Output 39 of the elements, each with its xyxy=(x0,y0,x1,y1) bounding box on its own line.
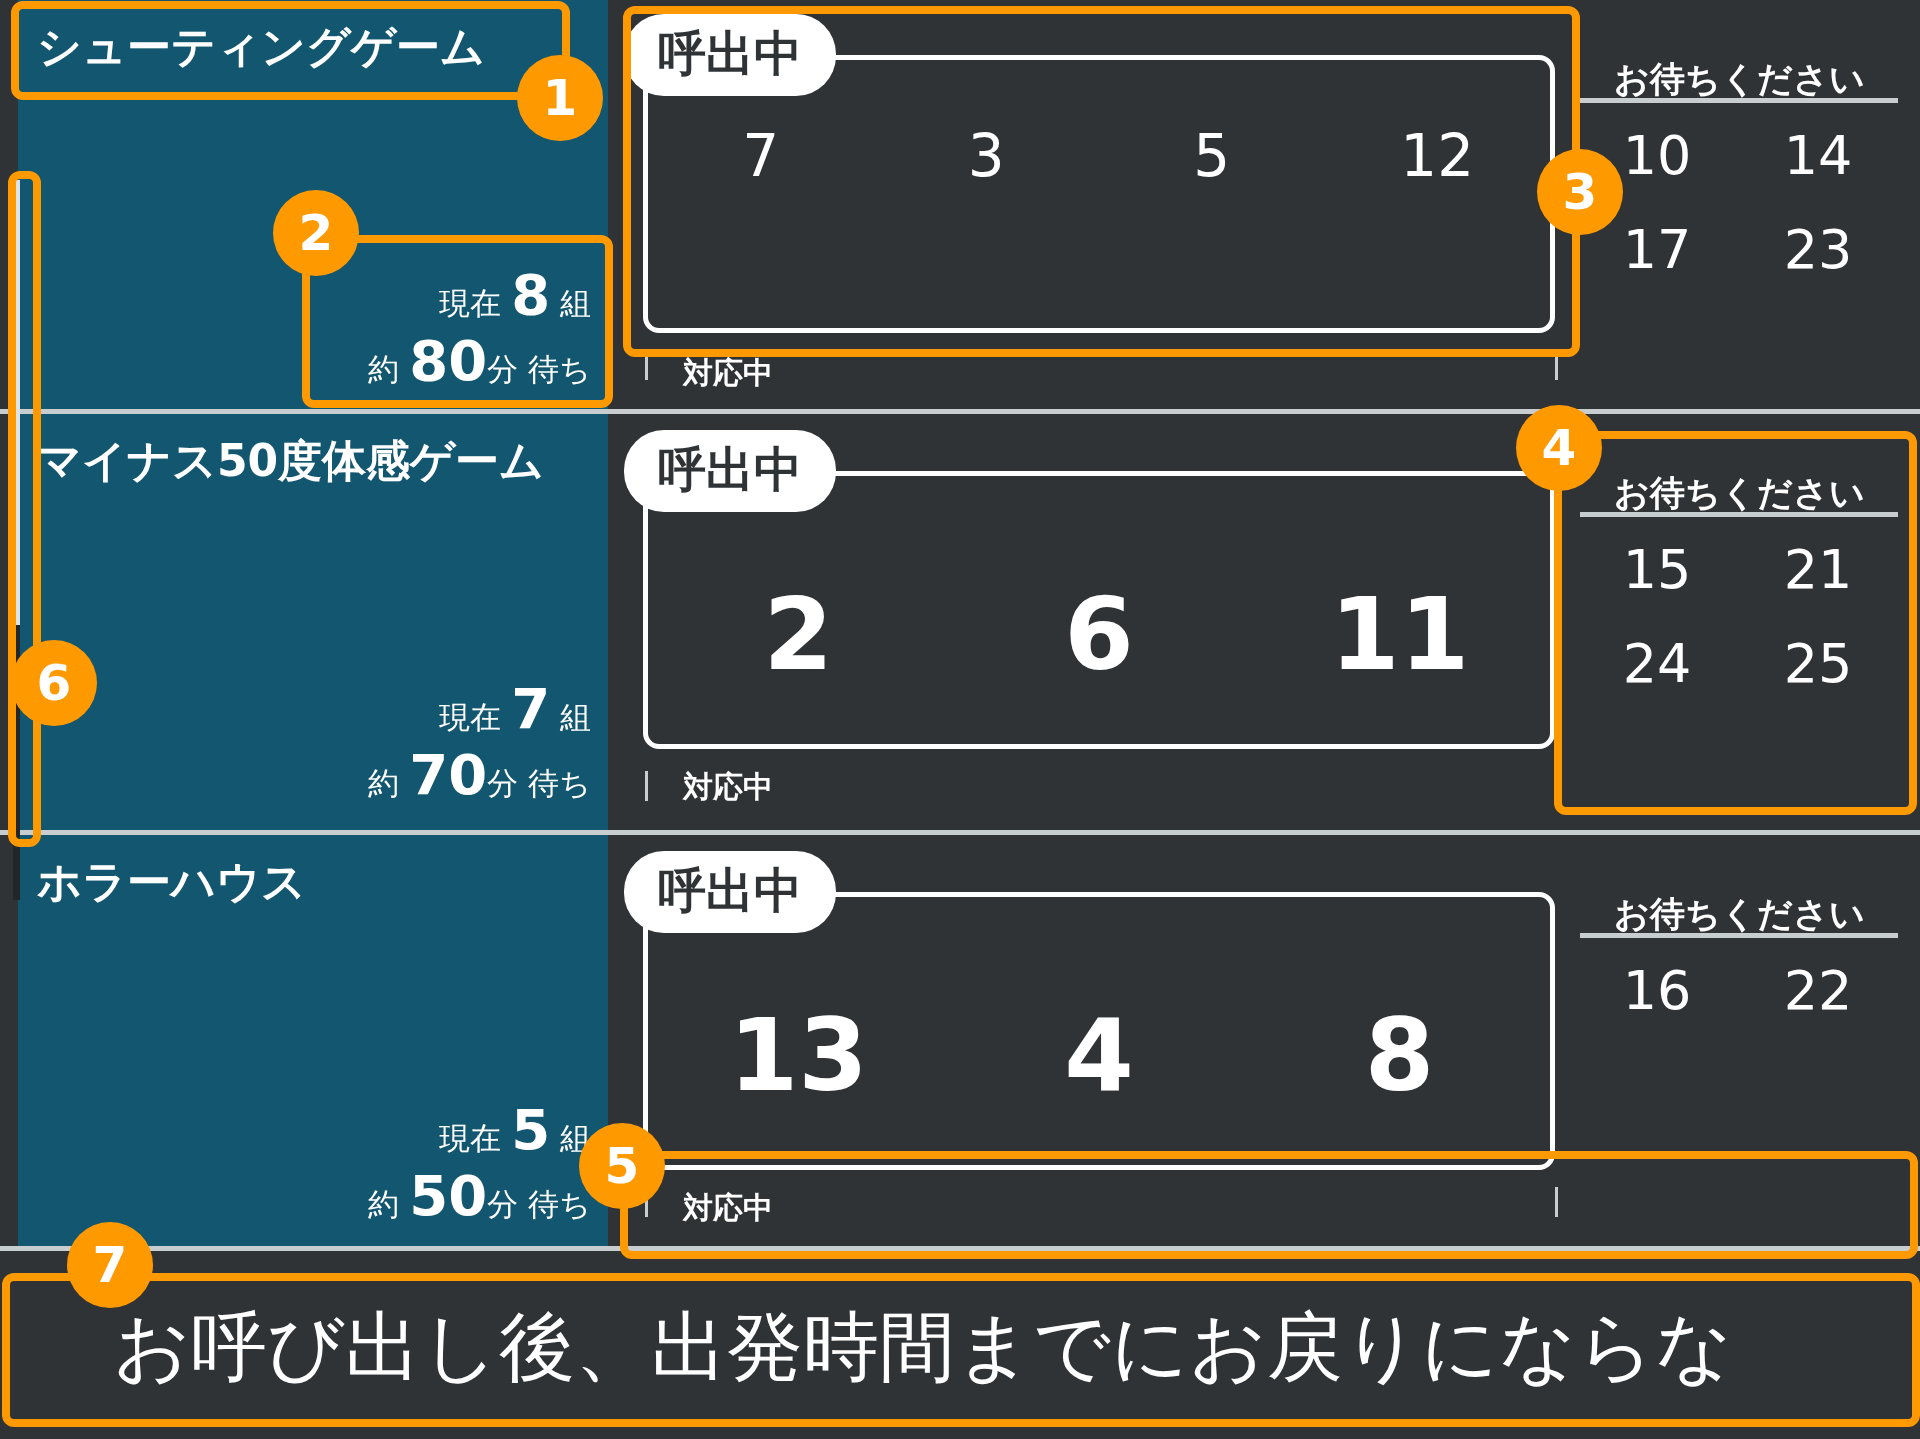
attraction-name: ホラーハウス xyxy=(37,855,306,909)
ticket-number: 17 xyxy=(1621,218,1693,281)
waiting-heading: お待ちください xyxy=(1612,893,1866,936)
attraction-panel xyxy=(18,414,608,830)
ticket-number: 5 xyxy=(1192,122,1232,190)
ticket-number: 15 xyxy=(1621,538,1693,601)
waiting-heading: お待ちください xyxy=(1612,472,1866,515)
calling-tab: 呼出中 xyxy=(624,851,836,933)
ticket-number: 24 xyxy=(1621,632,1693,695)
status-label: 対応中 xyxy=(683,768,773,806)
ticket-number: 21 xyxy=(1782,538,1854,601)
row-band xyxy=(0,0,1920,414)
status-label: 対応中 xyxy=(683,354,773,392)
ticket-number: 23 xyxy=(1782,218,1854,281)
ticket-number: 6 xyxy=(1063,576,1135,693)
ticket-number: 4 xyxy=(1063,997,1135,1114)
ticket-number: 3 xyxy=(966,122,1006,190)
ticket-number: 12 xyxy=(1399,122,1476,190)
wait-time: 約 70分 待ち xyxy=(368,742,591,807)
ticket-number: 8 xyxy=(1363,997,1436,1114)
ticket-number: 22 xyxy=(1782,959,1854,1022)
ticket-number: 2 xyxy=(762,576,835,693)
status-label: 対応中 xyxy=(683,1189,773,1227)
ticket-number: 16 xyxy=(1621,959,1693,1022)
ticket-number: 14 xyxy=(1782,124,1854,187)
group-count: 現在 8 組 xyxy=(439,262,591,327)
ticket-number: 25 xyxy=(1782,632,1854,695)
waiting-heading: お待ちください xyxy=(1612,58,1866,101)
wait-time: 約 80分 待ち xyxy=(368,328,591,393)
row-band xyxy=(0,414,1920,835)
ticket-number: 7 xyxy=(741,122,781,190)
attraction-name: マイナス50度体感ゲーム xyxy=(37,434,545,488)
attraction-panel xyxy=(18,835,608,1246)
group-count: 現在 7 組 xyxy=(439,676,591,741)
ticket-number: 10 xyxy=(1621,124,1693,187)
calling-tab: 呼出中 xyxy=(624,430,836,512)
attraction-name: シューティングゲーム xyxy=(37,20,485,74)
ticket-number: 13 xyxy=(727,997,869,1114)
ticket-number: 11 xyxy=(1329,576,1471,693)
